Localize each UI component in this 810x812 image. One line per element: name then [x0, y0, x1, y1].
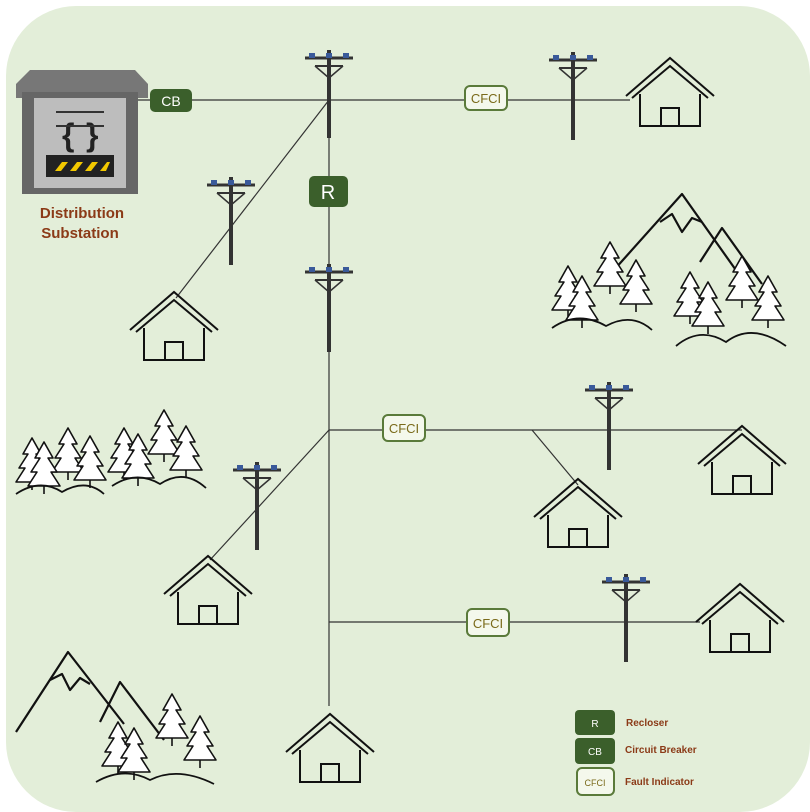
fault-indicator-badge: CFCI	[466, 608, 510, 637]
trees-left	[15, 409, 207, 495]
legend-label: Fault Indicator	[625, 777, 694, 788]
trees-bottom-left	[95, 693, 217, 785]
legend-label: Recloser	[626, 718, 668, 729]
legend: R Recloser CB Circuit Breaker CFCI Fault…	[575, 710, 697, 796]
substation-building: { }	[16, 70, 148, 194]
fault-indicator-badge: CFCI	[382, 414, 426, 442]
svg-text:{: {	[62, 117, 74, 153]
legend-item-recloser: R Recloser	[575, 710, 668, 735]
recloser-badge: R	[309, 176, 348, 207]
mountains-right	[613, 192, 763, 291]
substation-label-line1: Distribution	[40, 205, 124, 222]
legend-item-circuit-breaker: CB Circuit Breaker	[575, 738, 697, 764]
circuit-breaker-label: CB	[161, 93, 180, 109]
trees-right	[551, 241, 787, 347]
legend-label: Circuit Breaker	[625, 745, 697, 756]
legend-item-fault-indicator: CFCI Fault Indicator	[576, 767, 694, 796]
fault-indicator-label: CFCI	[389, 421, 419, 436]
svg-text:}: }	[86, 117, 98, 153]
legend-symbol: R	[591, 719, 598, 730]
circuit-breaker-badge: CB	[150, 89, 192, 112]
fault-indicator-badge: CFCI	[464, 85, 508, 111]
substation-label-line2: Substation	[41, 225, 119, 242]
background-panel	[6, 6, 810, 812]
power-lines	[135, 99, 742, 706]
legend-symbol: CFCI	[585, 778, 606, 788]
fault-indicator-label: CFCI	[471, 91, 501, 106]
mountains-bottom-left	[15, 650, 165, 741]
fault-indicator-label: CFCI	[473, 616, 503, 631]
recloser-label: R	[321, 182, 335, 204]
legend-symbol: CB	[588, 747, 602, 758]
